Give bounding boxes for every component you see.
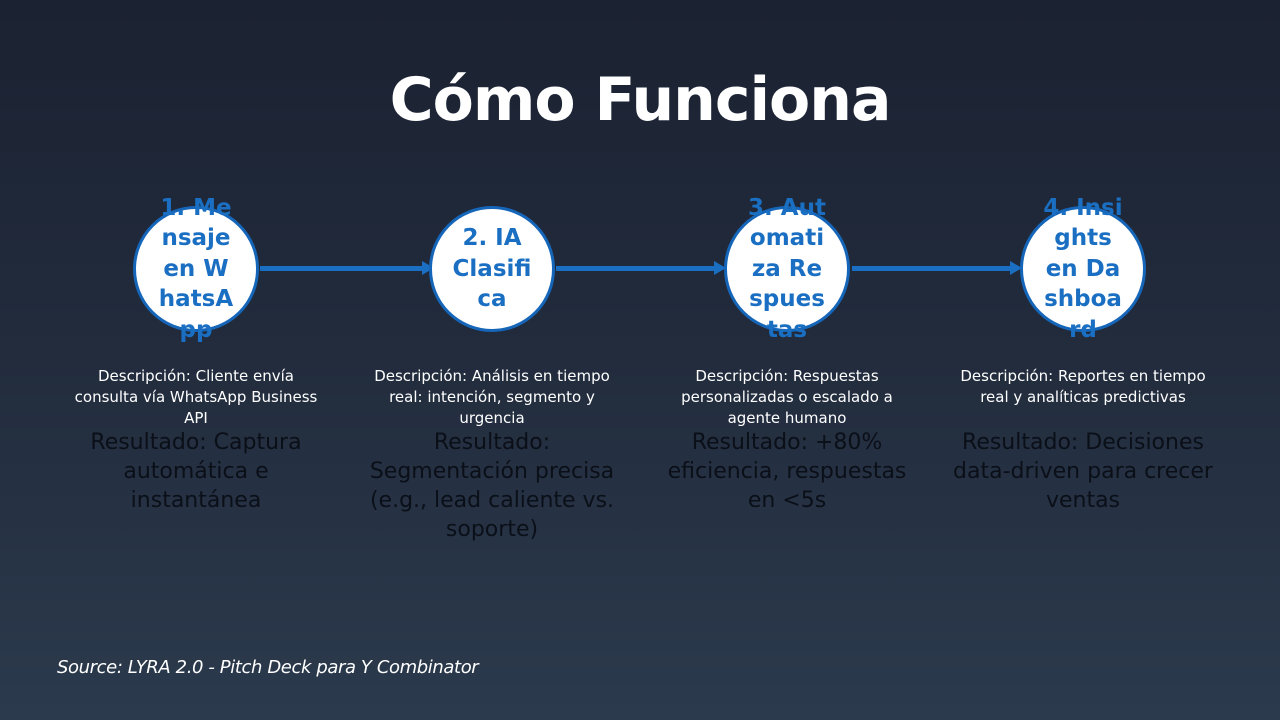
step-2-circle: 2. IA Clasifica xyxy=(429,206,555,332)
step-4-description: Descripción: Reportes en tiempo real y a… xyxy=(960,367,1206,406)
connector-arrow-2-3 xyxy=(556,261,726,275)
step-1-circle: 1. Mensaje en WhatsApp xyxy=(133,195,259,343)
step-4-label: 4. Insights en Dashboard xyxy=(1043,194,1123,343)
source-note: Source: LYRA 2.0 - Pitch Deck para Y Com… xyxy=(57,657,479,678)
slide-title: Cómo Funciona xyxy=(389,65,892,135)
step-4-result: Resultado: Decisiones data-driven para c… xyxy=(953,430,1213,513)
step-3-circle: 3. Automatiza Respuestas xyxy=(724,195,850,343)
step-1-result: Resultado: Captura automática e instantá… xyxy=(90,430,302,513)
step-3-description: Descripción: Respuestas personalizadas o… xyxy=(681,367,893,427)
step-4-circle: 4. Insights en Dashboard xyxy=(1020,195,1146,343)
connector-arrow-1-2 xyxy=(260,261,434,275)
connector-arrow-3-4 xyxy=(852,261,1022,275)
step-2-result: Resultado: Segmentación precisa (e.g., l… xyxy=(369,430,615,542)
step-3-label: 3. Automatiza Respuestas xyxy=(748,194,826,343)
step-2-label: 2. IA Clasifica xyxy=(452,225,532,313)
step-2-description: Descripción: Análisis en tiempo real: in… xyxy=(374,367,610,427)
step-3-result: Resultado: +80% eficiencia, respuestas e… xyxy=(667,430,907,513)
step-1-description: Descripción: Cliente envía consulta vía … xyxy=(74,367,318,427)
step-1-label: 1. Mensaje en WhatsApp xyxy=(158,194,234,343)
